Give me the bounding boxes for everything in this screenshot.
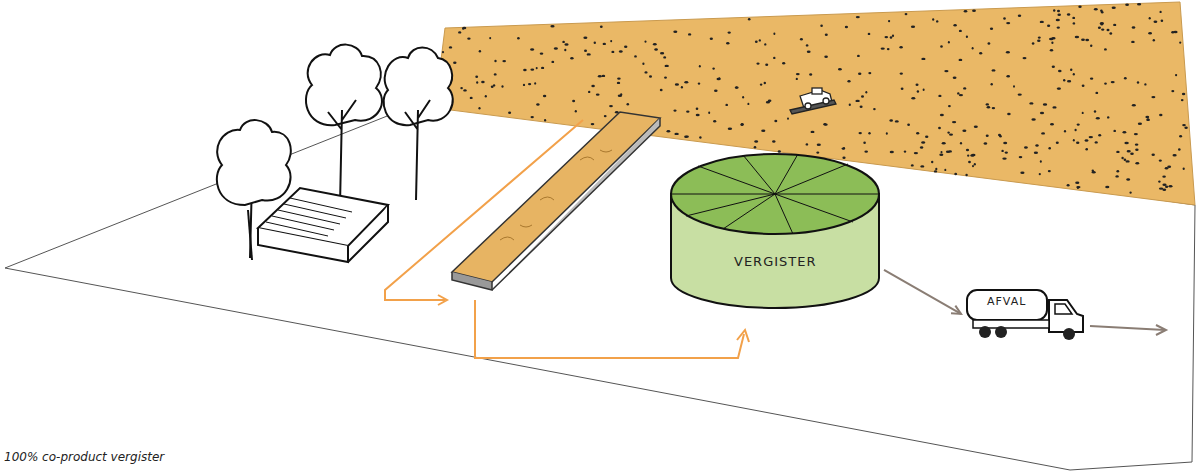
silage-pile [452,112,660,290]
node-label: AFVAL [987,295,1026,308]
flow-arrow [884,270,961,314]
shed [258,188,388,262]
combine-harvester [790,88,836,114]
trees [217,45,453,260]
output-arrow [1090,325,1166,335]
caption: 100% co-product vergister [4,450,164,464]
waste-truck: AFVAL [965,286,1087,348]
digester-tank: VERGISTER [668,150,882,312]
cylinder-outline [668,150,882,312]
node-label: VERGISTER [734,254,817,269]
